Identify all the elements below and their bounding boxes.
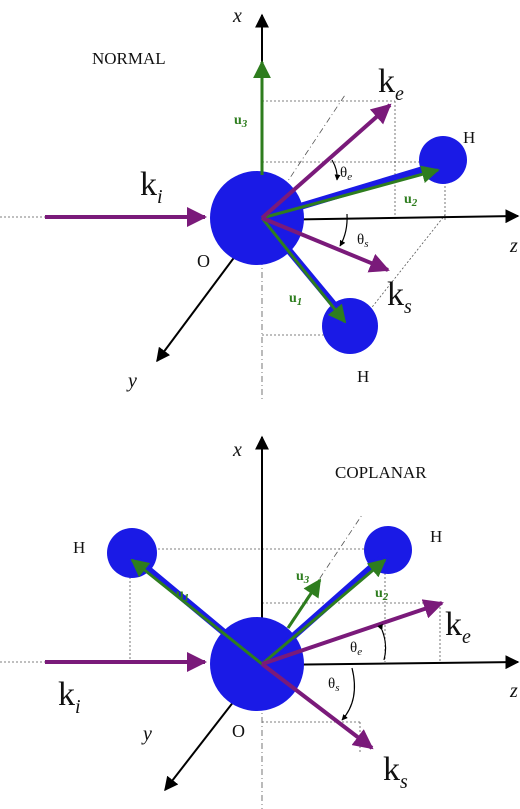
y-axis-label: y <box>141 723 152 745</box>
ke-vector <box>261 599 444 666</box>
hydrogen-atom-1 <box>322 298 378 354</box>
theta-s-label: θs <box>357 232 368 250</box>
u1-label: u1 <box>289 291 302 308</box>
u2-label: u2 <box>404 192 418 209</box>
panel-title: NORMAL <box>92 49 166 68</box>
panel-coplanar: COPLANAR x z y <box>0 435 520 809</box>
u1-label: u1 <box>176 587 189 604</box>
u1-vector <box>260 217 347 324</box>
ks-label: ks <box>387 276 412 318</box>
x-axis-label: x <box>232 5 242 27</box>
origin-label: O <box>232 721 245 741</box>
ki-label: ki <box>140 166 163 208</box>
hydrogen-2-label: H <box>463 128 475 147</box>
z-axis-label: z <box>509 680 518 702</box>
theta-s-arc <box>341 667 355 721</box>
u1-vector <box>130 558 263 666</box>
ks-vector <box>261 216 390 273</box>
u2-vector <box>261 558 387 666</box>
panel-normal: NORMAL x z y <box>0 5 520 400</box>
ke-label: ke <box>445 606 471 648</box>
z-axis-label: z <box>509 235 518 257</box>
theta-s-label: θs <box>328 676 339 694</box>
u3-label: u3 <box>234 113 248 130</box>
theta-s-arc <box>339 213 348 247</box>
u3-vector <box>286 578 322 629</box>
theta-e-label: θe <box>340 165 352 183</box>
hydrogen-atom-2 <box>419 136 467 184</box>
y-axis-label: y <box>126 370 137 392</box>
panel-title: COPLANAR <box>335 463 427 482</box>
origin-label: O <box>197 251 210 271</box>
ke-label: ke <box>378 63 404 105</box>
u3-label: u3 <box>296 569 310 586</box>
theta-e-label: θe <box>350 640 362 658</box>
ks-label: ks <box>383 751 408 793</box>
ki-label: ki <box>58 676 81 718</box>
theta-e-arc <box>331 159 341 181</box>
ke-vector <box>260 103 392 220</box>
x-axis-label: x <box>232 439 242 461</box>
u2-label: u2 <box>375 586 389 603</box>
z-axis <box>261 655 520 670</box>
theta-e-arc <box>377 623 387 661</box>
u2-vector <box>261 165 440 220</box>
hydrogen-2-label: H <box>430 527 442 546</box>
hydrogen-1-label: H <box>73 538 85 557</box>
z-axis <box>261 209 520 224</box>
hydrogen-1-label: H <box>357 367 369 386</box>
ks-vector <box>260 662 374 750</box>
